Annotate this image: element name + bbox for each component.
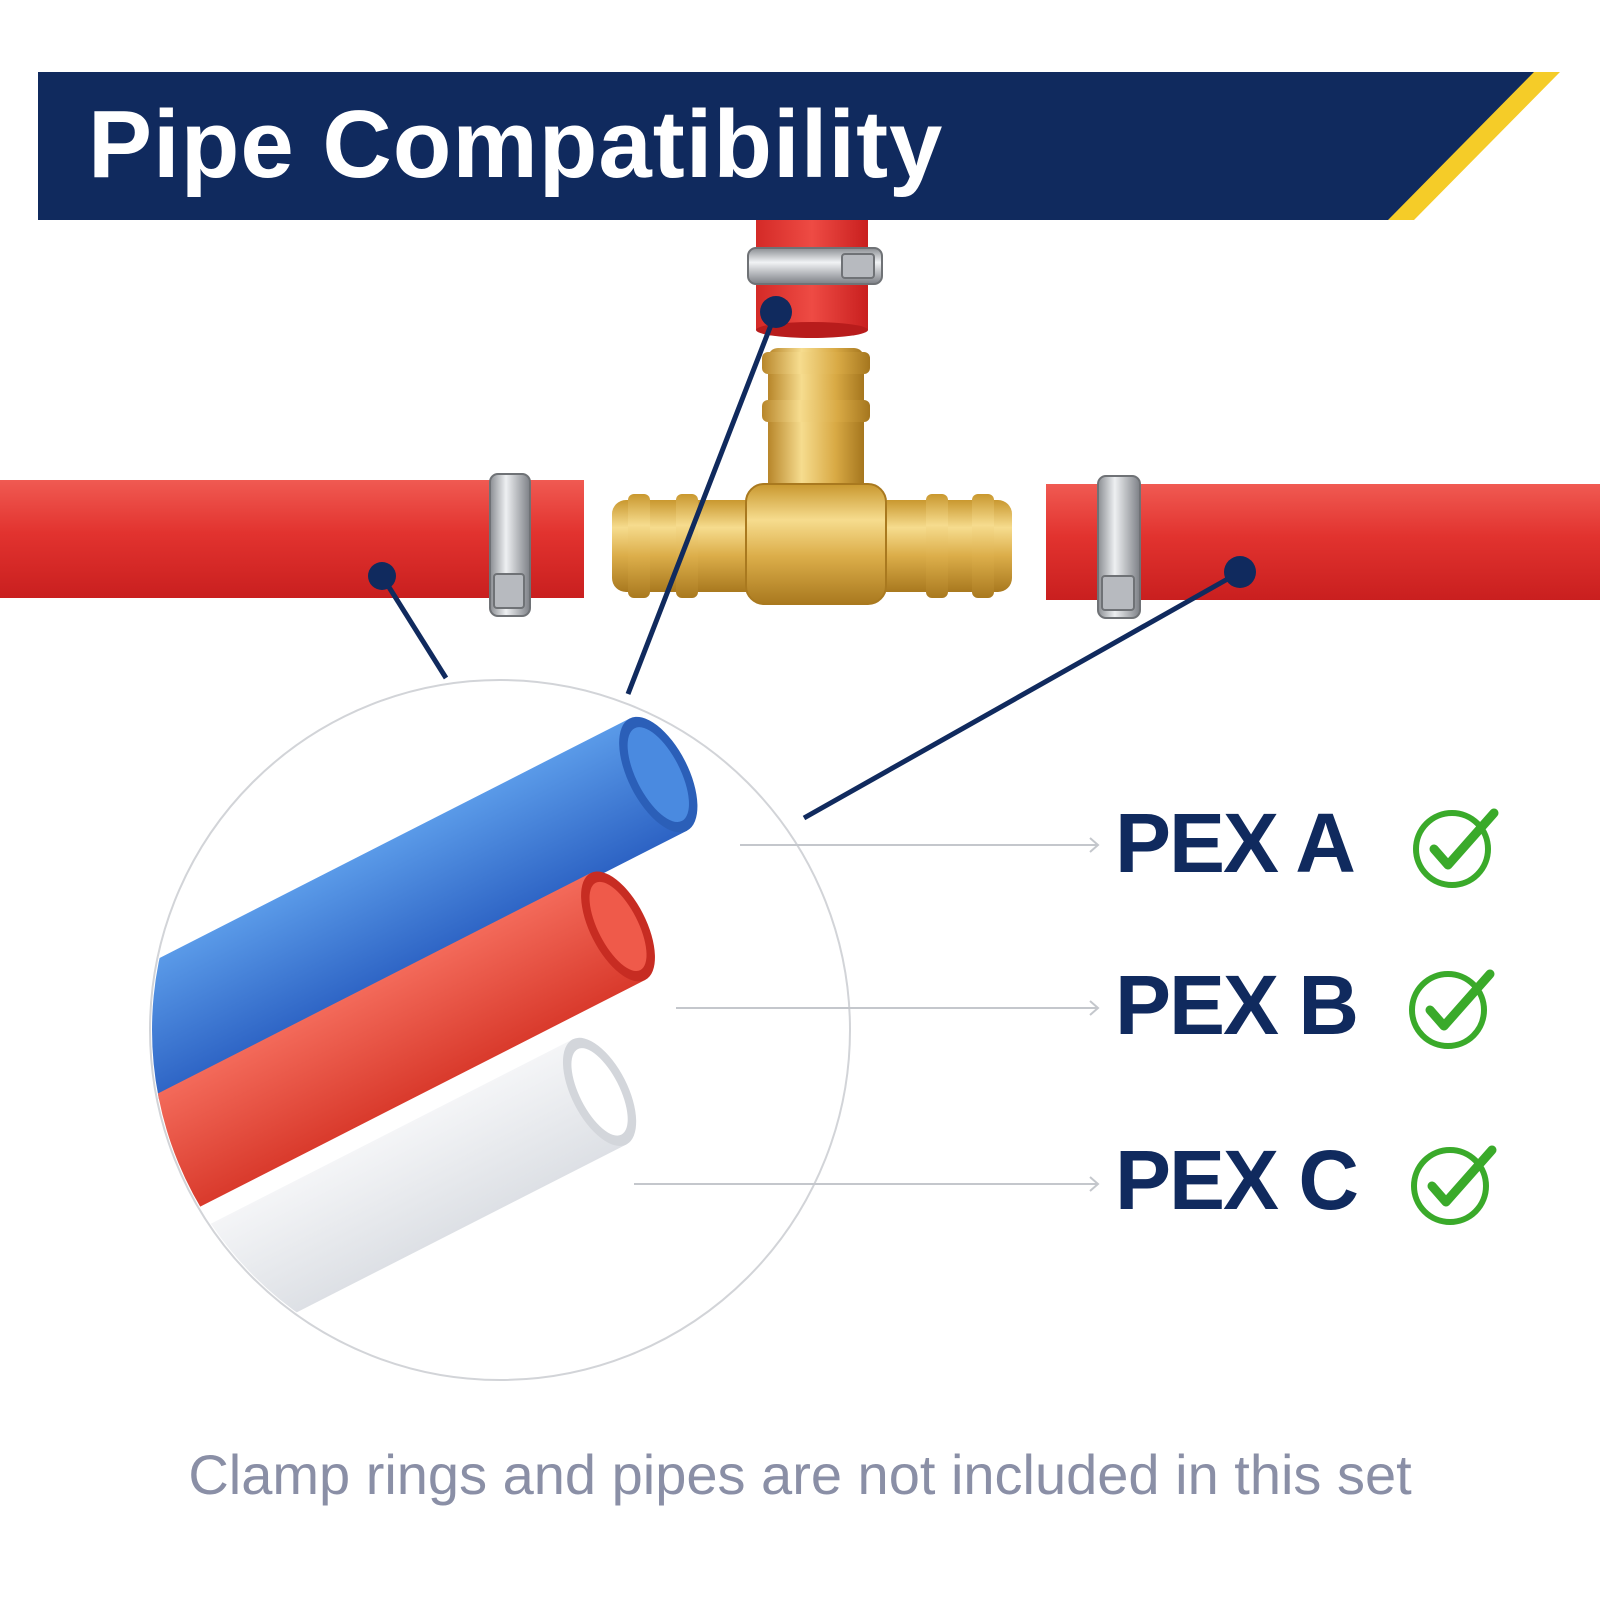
left-clamp-tab: [493, 573, 525, 609]
footnote: Clamp rings and pipes are not included i…: [188, 1443, 1412, 1506]
right-pipe-callout-dot: [1224, 556, 1256, 588]
pex-b-label: PEX B: [1115, 958, 1359, 1052]
pex-c-label: PEX C: [1115, 1133, 1359, 1227]
title-banner: [38, 72, 1534, 220]
pex-a-label: PEX A: [1115, 796, 1356, 890]
top-pipe-callout-dot: [760, 296, 792, 328]
check-circle-icon: [1411, 1145, 1497, 1225]
check-circle-icon: [1413, 808, 1499, 888]
check-circle-icon: [1409, 969, 1495, 1049]
label-pointer-lines: [634, 837, 1100, 1192]
top-pipe-end: [756, 322, 868, 338]
right-clamp-tab: [1101, 575, 1135, 611]
left-pipe-callout-dot: [368, 562, 396, 590]
page-title: Pipe Compatibility: [88, 91, 944, 198]
left-pipe: [0, 480, 584, 598]
callout-lines: [379, 311, 1242, 821]
top-clamp-tab: [841, 253, 875, 279]
brass-tee-fitting: [612, 348, 1012, 605]
